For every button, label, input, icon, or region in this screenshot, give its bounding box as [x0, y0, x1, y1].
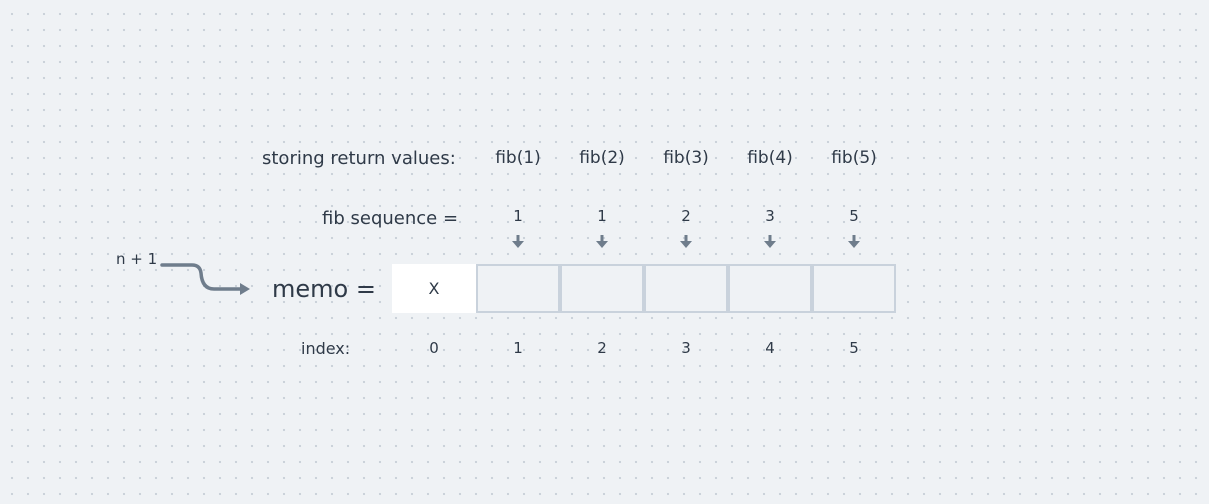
memo-cell: X [392, 264, 476, 313]
index-value: 3 [681, 339, 691, 357]
index-value: 5 [849, 339, 859, 357]
index-value: 4 [765, 339, 775, 357]
memo-cell [812, 264, 896, 313]
fib-value: 3 [765, 207, 775, 225]
down-arrow-icon [512, 235, 524, 248]
memo-label: memo = [272, 275, 376, 303]
down-arrow-icon [848, 235, 860, 248]
index-value: 0 [429, 339, 439, 357]
n-plus-one-label: n + 1 [116, 250, 158, 268]
memo-cell [728, 264, 812, 313]
memo-cell-value: X [428, 279, 440, 298]
storing-return-values-label: storing return values: [262, 148, 456, 169]
fib-call-label: fib(3) [663, 148, 709, 168]
curved-arrow-icon [160, 263, 250, 295]
memo-cell [560, 264, 644, 313]
fib-value: 1 [597, 207, 607, 225]
index-value: 2 [597, 339, 607, 357]
memo-cell [644, 264, 728, 313]
fib-value: 5 [849, 207, 859, 225]
fib-call-label: fib(2) [579, 148, 625, 168]
fib-value: 1 [513, 207, 523, 225]
fib-call-label: fib(4) [747, 148, 793, 168]
down-arrow-icon [764, 235, 776, 248]
fib-value: 2 [681, 207, 691, 225]
fib-call-label: fib(5) [831, 148, 877, 168]
down-arrow-icon [680, 235, 692, 248]
down-arrow-icon [596, 235, 608, 248]
memo-cell [476, 264, 560, 313]
index-value: 1 [513, 339, 523, 357]
index-label: index: [301, 339, 351, 358]
fib-sequence-label: fib sequence = [322, 208, 459, 229]
fib-call-label: fib(1) [495, 148, 541, 168]
